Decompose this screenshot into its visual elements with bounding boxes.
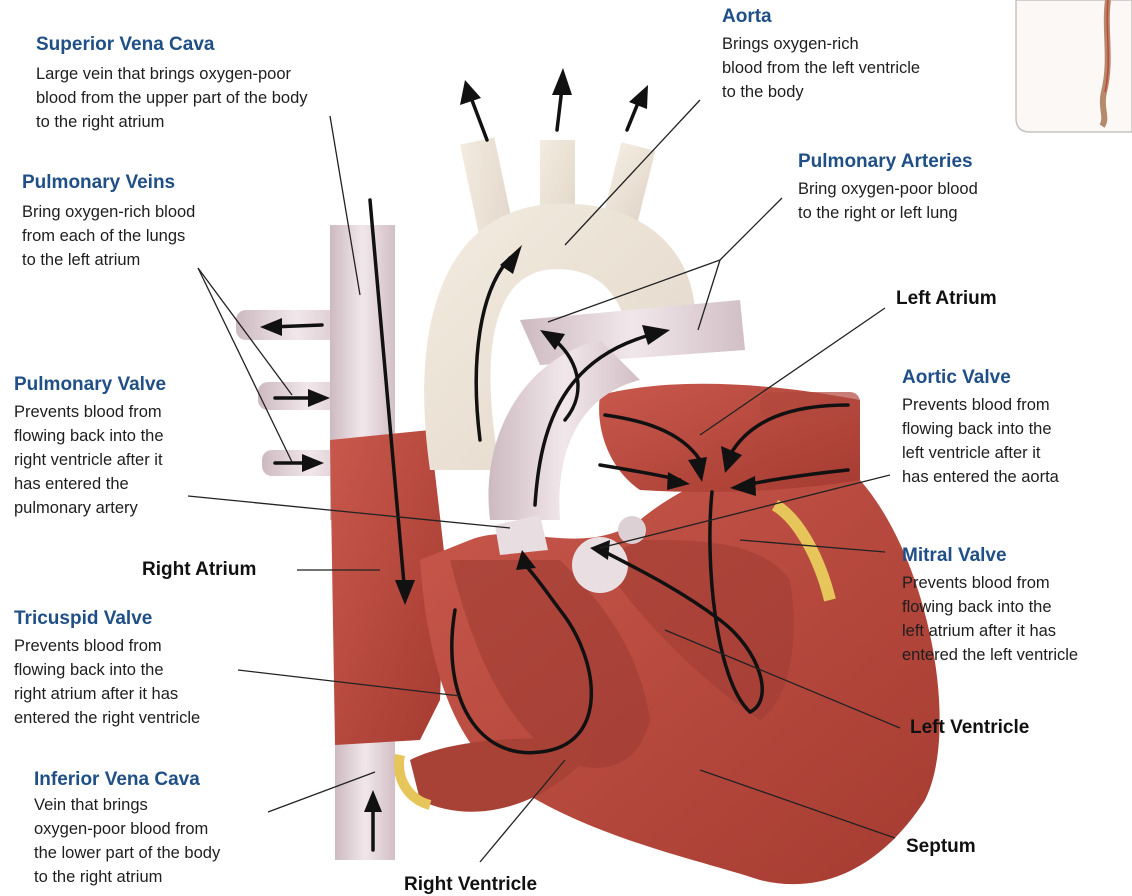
pulmonary-veins-label: Pulmonary Veins Bring oxygen-rich blood … xyxy=(22,172,195,272)
septum-title: Septum xyxy=(906,836,976,858)
left-ventricle-label: Left Ventricle xyxy=(910,717,1029,739)
pulmonary-valve-line-2: flowing back into the xyxy=(14,424,166,448)
right-ventricle-title: Right Ventricle xyxy=(404,874,537,896)
mitral-valve-title: Mitral Valve xyxy=(902,545,1078,567)
tricuspid-valve-label: Tricuspid Valve Prevents blood from flow… xyxy=(14,608,200,730)
tricuspid-valve-title: Tricuspid Valve xyxy=(14,608,200,630)
inferior-vena-cava-line-2: oxygen-poor blood from xyxy=(34,817,220,841)
right-ventricle-label: Right Ventricle xyxy=(404,874,537,896)
superior-vena-cava-label: Superior Vena Cava Large vein that bring… xyxy=(36,34,308,134)
pulmonary-veins-title: Pulmonary Veins xyxy=(22,172,195,194)
pulmonary-valve-line-4: has entered the xyxy=(14,472,166,496)
aorta-line-3: to the body xyxy=(722,80,920,104)
pulmonary-veins-line-1: Bring oxygen-rich blood xyxy=(22,200,195,224)
inferior-vena-cava-title: Inferior Vena Cava xyxy=(34,769,220,791)
septum-label: Septum xyxy=(906,836,976,858)
aorta-line-2: blood from the left ventricle xyxy=(722,56,920,80)
pulmonary-valve-line-3: right ventricle after it xyxy=(14,448,166,472)
pulmonary-valve-line-5: pulmonary artery xyxy=(14,496,166,520)
mitral-valve-line-1: Prevents blood from xyxy=(902,571,1078,595)
left-ventricle-title: Left Ventricle xyxy=(910,717,1029,739)
pulmonary-veins-line-3: to the left atrium xyxy=(22,248,195,272)
superior-vena-cava-title: Superior Vena Cava xyxy=(36,34,308,56)
aortic-valve-line-2: flowing back into the xyxy=(902,417,1059,441)
aortic-valve-line-1: Prevents blood from xyxy=(902,393,1059,417)
pulmonary-valve-label: Pulmonary Valve Prevents blood from flow… xyxy=(14,374,166,520)
aorta-line-1: Brings oxygen-rich xyxy=(722,32,920,56)
left-atrium-label: Left Atrium xyxy=(896,288,997,310)
aorta-label: Aorta Brings oxygen-rich blood from the … xyxy=(722,6,920,104)
body-thumbnail xyxy=(1016,0,1132,132)
tricuspid-valve-line-3: right atrium after it has xyxy=(14,682,200,706)
mitral-valve-label: Mitral Valve Prevents blood from flowing… xyxy=(902,545,1078,667)
aortic-valve-line-3: left ventricle after it xyxy=(902,441,1059,465)
mitral-valve-line-3: left atrium after it has xyxy=(902,619,1078,643)
superior-vena-cava-line-3: to the right atrium xyxy=(36,110,308,134)
pulmonary-veins-line-2: from each of the lungs xyxy=(22,224,195,248)
mitral-valve-line-2: flowing back into the xyxy=(902,595,1078,619)
tricuspid-valve-line-4: entered the right ventricle xyxy=(14,706,200,730)
inferior-vena-cava-label: Inferior Vena Cava Vein that brings oxyg… xyxy=(34,769,220,889)
right-atrium-label: Right Atrium xyxy=(142,559,256,581)
tricuspid-valve-line-1: Prevents blood from xyxy=(14,634,200,658)
inferior-vena-cava-line-4: to the right atrium xyxy=(34,865,220,889)
inferior-vena-cava-line-3: the lower part of the body xyxy=(34,841,220,865)
pulmonary-arteries-title: Pulmonary Arteries xyxy=(798,151,978,173)
superior-vena-cava-line-2: blood from the upper part of the body xyxy=(36,86,308,110)
superior-vena-cava-line-1: Large vein that brings oxygen-poor xyxy=(36,62,308,86)
pulmonary-arteries-line-2: to the right or left lung xyxy=(798,201,978,225)
aortic-valve-title: Aortic Valve xyxy=(902,367,1059,389)
pulmonary-valve-line-1: Prevents blood from xyxy=(14,400,166,424)
tricuspid-valve-line-2: flowing back into the xyxy=(14,658,200,682)
inferior-vena-cava-line-1: Vein that brings xyxy=(34,793,220,817)
right-atrium-title: Right Atrium xyxy=(142,559,256,581)
aortic-valve-line-4: has entered the aorta xyxy=(902,465,1059,489)
pulmonary-valve-title: Pulmonary Valve xyxy=(14,374,166,396)
pulmonary-arteries-label: Pulmonary Arteries Bring oxygen-poor blo… xyxy=(798,151,978,225)
aorta-title: Aorta xyxy=(722,6,920,28)
aortic-valve-label: Aortic Valve Prevents blood from flowing… xyxy=(902,367,1059,489)
left-atrium-title: Left Atrium xyxy=(896,288,997,310)
mitral-valve-line-4: entered the left ventricle xyxy=(902,643,1078,667)
pulmonary-arteries-line-1: Bring oxygen-poor blood xyxy=(798,177,978,201)
